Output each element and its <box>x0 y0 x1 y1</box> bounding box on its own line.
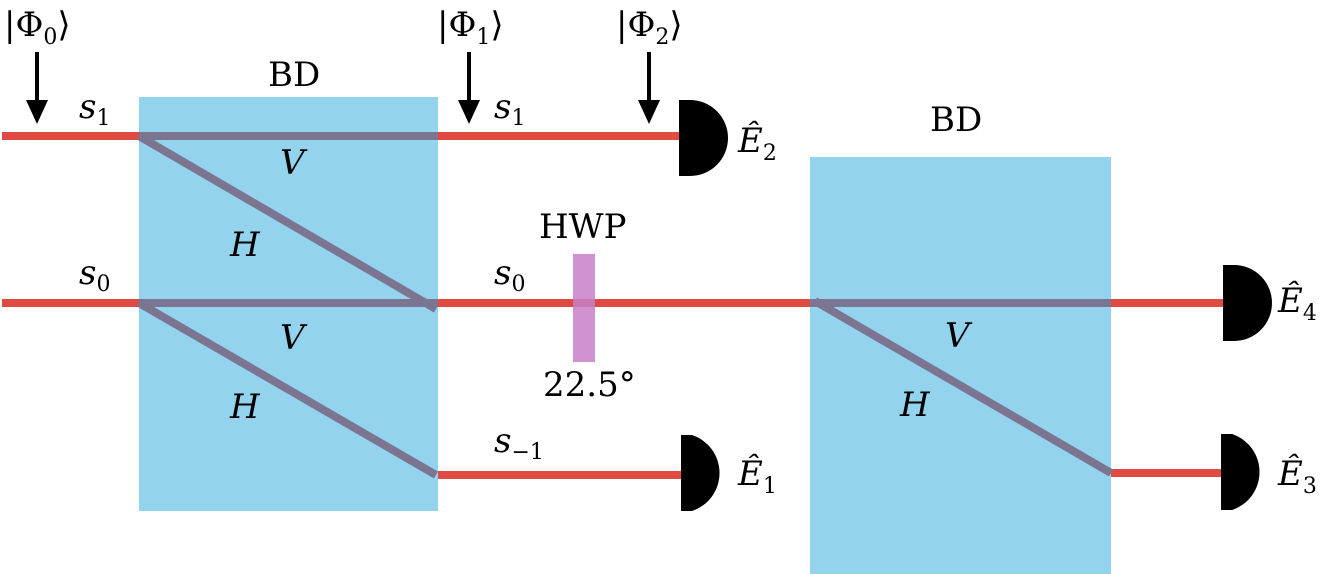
arrow-phi0-icon <box>26 52 48 124</box>
detector-e4-icon <box>1223 265 1272 341</box>
detector-e3-label: Ê3 <box>1277 453 1317 499</box>
detector-e1-label: Ê1 <box>737 453 777 499</box>
detector-e1-icon <box>681 435 720 511</box>
path-label-s0-in: s0 <box>79 253 110 297</box>
arrow-phi2-icon <box>638 52 660 124</box>
bd2-h-label: H <box>899 385 931 425</box>
state-label-phi1: |Φ1⟩ <box>437 5 504 50</box>
arrow-phi1-icon <box>458 52 480 124</box>
state-label-phi0: |Φ0⟩ <box>4 5 71 50</box>
state-label-phi2: |Φ2⟩ <box>616 5 683 50</box>
bd1-h-label-top: H <box>229 225 261 265</box>
bd1-h-label-bottom: H <box>229 387 261 427</box>
hwp-label: HWP <box>539 207 626 247</box>
beam-displacer-2 <box>810 157 1111 574</box>
bd2-h-path <box>812 297 1114 477</box>
detector-e3-icon <box>1221 434 1260 510</box>
detector-e2-label: Ê2 <box>737 120 777 166</box>
bd1-v-label-bottom: V <box>280 318 308 358</box>
half-wave-plate <box>573 254 595 362</box>
bd1-v-label-top: V <box>280 143 308 183</box>
path-label-s0-out: s0 <box>494 253 525 297</box>
bd1-label: BD <box>268 55 320 95</box>
detector-e4-label: Ê4 <box>1277 280 1317 326</box>
bd1-h-path-bottom <box>136 299 439 479</box>
bd1-h-path-top <box>136 132 439 313</box>
detector-e2-icon <box>679 100 728 176</box>
bd2-v-label: V <box>945 316 973 356</box>
hwp-angle-label: 22.5° <box>543 365 636 405</box>
path-label-s1-in: s1 <box>79 87 110 131</box>
bd2-label: BD <box>930 100 982 140</box>
path-label-s1-out: s1 <box>494 87 525 131</box>
path-label-sm1-out: s−1 <box>494 421 544 465</box>
